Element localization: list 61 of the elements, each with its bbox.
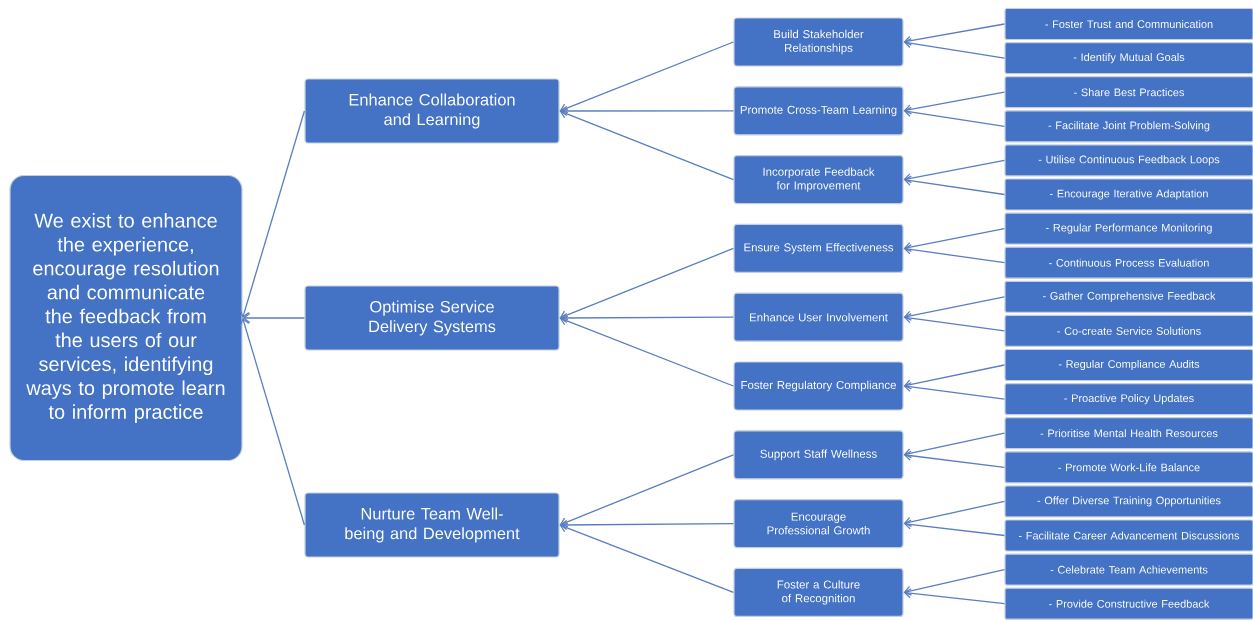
objective-box: Ensure System Effectiveness (733, 223, 904, 273)
arrow (903, 364, 1006, 390)
arrow (903, 175, 1006, 196)
objective-box: Promote Cross-Team Learning (733, 86, 904, 136)
arrow (559, 312, 735, 324)
arrow (559, 41, 735, 114)
arrow (239, 110, 306, 318)
action-box: - Facilitate Career Advancement Discussions (1004, 519, 1253, 552)
arrow (903, 106, 1006, 127)
objective-box: Support Staff Wellness (733, 430, 904, 480)
arrow (903, 244, 1006, 264)
action-box: - Foster Trust and Communication (1004, 7, 1253, 41)
arrow (559, 315, 735, 387)
arrow (903, 313, 1006, 332)
arrow (903, 91, 1006, 115)
arrow (903, 227, 1006, 253)
arrow (903, 38, 1006, 59)
action-box: - Facilitate Joint Problem-Solving (1004, 110, 1253, 143)
goal-box: Enhance Collaboration and Learning (304, 78, 560, 144)
action-box: - Offer Diverse Training Opportunities (1004, 485, 1253, 518)
arrow (242, 312, 306, 324)
objective-box: Enhance User Involvement (733, 292, 904, 342)
arrow (903, 519, 1006, 537)
arrow (559, 454, 735, 528)
arrow (903, 450, 1006, 468)
arrow (903, 296, 1006, 321)
objective-box: Build Stakeholder Relationships (733, 17, 904, 67)
arrow (903, 588, 1006, 605)
arrow (903, 159, 1006, 184)
arrow (559, 105, 735, 117)
action-box: - Encourage Iterative Adaptation (1004, 178, 1253, 211)
action-box: - Identify Mutual Goals (1004, 42, 1253, 75)
action-box: - Gather Comprehensive Feedback (1004, 280, 1253, 313)
arrow (903, 500, 1006, 528)
action-box: - Continuous Process Evaluation (1004, 246, 1253, 279)
arrow (239, 318, 306, 526)
arrow (559, 522, 735, 594)
arrow (903, 432, 1006, 459)
action-box: - Co-create Service Solutions (1004, 314, 1253, 347)
action-box: - Promote Work-Life Balance (1004, 451, 1253, 484)
arrow (903, 381, 1006, 400)
action-box: - Provide Constructive Feedback (1004, 587, 1253, 620)
goal-box: Nurture Team Well-being and Development (304, 492, 560, 558)
objective-box: Foster Regulatory Compliance (733, 361, 904, 411)
action-box: - Prioritise Mental Health Resources (1004, 417, 1253, 450)
mission-box: We exist to enhance the experience, encourage resolution and communicate the feedback from the users of our services, identifying ways to promote learn to inform practice (9, 174, 243, 462)
action-box: - Utilise Continuous Feedback Loops (1004, 144, 1253, 177)
arrow (903, 23, 1006, 46)
objective-box: Encourage Professional Growth (733, 499, 904, 549)
arrow (559, 519, 735, 531)
action-box: - Share Best Practices (1004, 76, 1253, 109)
action-box: - Regular Performance Monitoring (1004, 212, 1253, 245)
objective-box: Foster a Culture of Recognition (733, 567, 904, 617)
action-box: - Regular Compliance Audits (1004, 348, 1253, 382)
arrow (903, 568, 1006, 596)
action-box: - Proactive Policy Updates (1004, 383, 1253, 416)
action-box: - Celebrate Team Achievements (1004, 553, 1253, 586)
goal-box: Optimise Service Delivery Systems (304, 285, 560, 351)
arrow (559, 108, 735, 181)
objective-box: Incorporate Feedback for Improvement (733, 155, 904, 205)
arrow (559, 247, 735, 321)
